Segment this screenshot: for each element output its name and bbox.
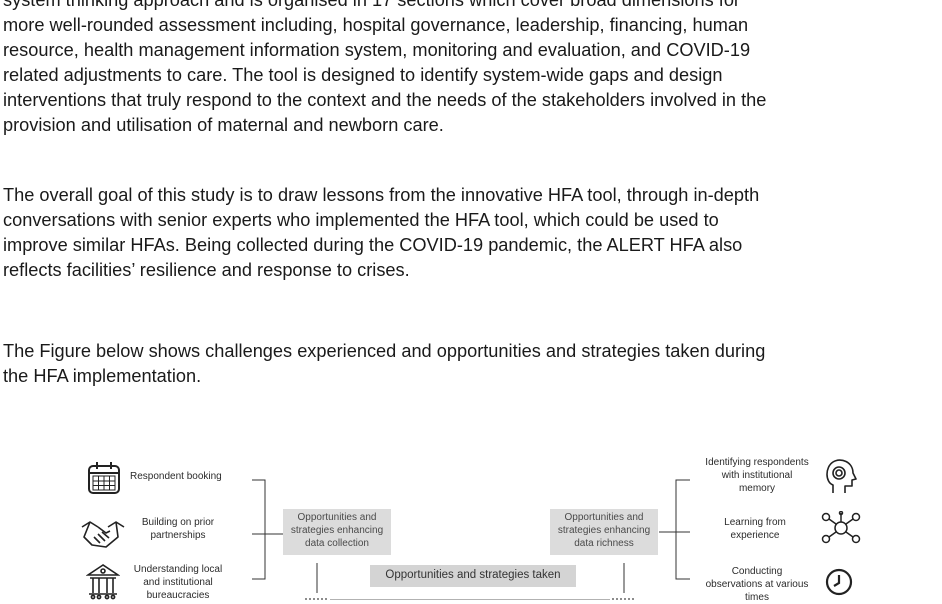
paragraph-figure-intro: The Figure below shows challenges experi…: [3, 339, 938, 389]
left-item-local-bureaucracies: Understanding local and institutional bu…: [133, 564, 223, 601]
left-item-prior-partnerships: Building on prior partnerships: [141, 517, 215, 541]
left-strategy-box: Opportunities and strategies enhancing d…: [283, 509, 391, 555]
text-line: The Figure below shows challenges experi…: [3, 341, 766, 361]
text-line: conversations with senior experts who im…: [3, 210, 719, 230]
left-bracket-line: [252, 479, 266, 580]
text-line: improve similar HFAs. Being collected du…: [3, 235, 743, 255]
clock-icon: [825, 568, 853, 596]
right-bracket-line: [675, 479, 690, 580]
institution-building-icon: [86, 564, 120, 600]
text-line: more well-rounded assessment including, …: [3, 15, 749, 35]
right-strategy-box: Opportunities and strategies enhancing d…: [550, 509, 658, 555]
text-line: interventions that truly respond to the …: [3, 90, 767, 110]
text-line: system thinking approach and is organise…: [3, 0, 740, 10]
center-strategy-box: Opportunities and strategies taken: [370, 565, 576, 587]
network-learning-icon: [821, 511, 861, 544]
paragraph-tool-description: system thinking approach and is organise…: [3, 0, 938, 138]
text-line: related adjustments to care. The tool is…: [3, 65, 723, 85]
text-line: the HFA implementation.: [3, 366, 202, 386]
calendar-icon: [88, 462, 120, 494]
strategies-figure: Respondent booking Building on prior par…: [0, 445, 942, 603]
text-line: provision and utilisation of maternal an…: [3, 115, 444, 135]
paragraph-study-goal: The overall goal of this study is to dra…: [3, 183, 938, 283]
text-line: resource, health management information …: [3, 40, 751, 60]
right-item-observations: Conducting observations at various times: [705, 566, 809, 603]
right-item-institutional-memory: Identifying respondents with institution…: [705, 457, 809, 494]
figure-connectors: [252, 479, 690, 600]
left-item-respondent-booking: Respondent booking: [130, 471, 222, 482]
text-line: The overall goal of this study is to dra…: [3, 185, 760, 205]
right-item-learning-experience: Learning from experience: [724, 517, 786, 541]
head-memory-icon: [826, 459, 857, 493]
text-line: reflects facilities’ resilience and resp…: [3, 260, 410, 280]
handshake-icon: [81, 521, 125, 548]
